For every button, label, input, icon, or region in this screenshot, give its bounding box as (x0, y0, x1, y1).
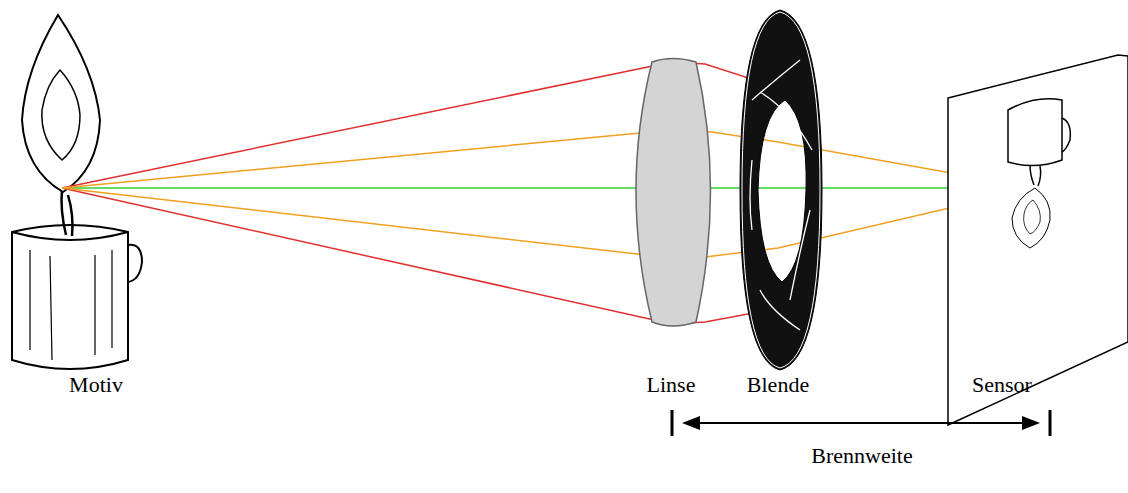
part-label: Blende (747, 372, 809, 398)
part-label: Sensor (972, 372, 1032, 398)
part-label: Linse (647, 372, 696, 398)
light-rays (62, 62, 1035, 324)
part-label: Motiv (69, 372, 123, 398)
aperture-diaphragm (740, 10, 822, 370)
focal-length-dimension (672, 410, 1050, 436)
part-label: Brennweite (811, 443, 912, 469)
image-sensor (948, 55, 1128, 425)
lens (636, 59, 711, 327)
